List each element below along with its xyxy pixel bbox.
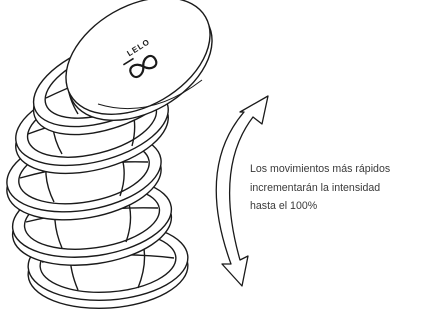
- intensity-caption: Los movimientos más rápidos incrementará…: [250, 160, 425, 216]
- caption-line-2: incrementarán la intensidad: [250, 181, 381, 194]
- infinity-logo-icon: [122, 54, 158, 78]
- device-top-cap: [65, 0, 213, 121]
- caption-line-1: Los movimientos más rápidos: [250, 163, 391, 175]
- caption-line-3: hasta el 100%: [250, 200, 318, 212]
- curved-double-arrow-icon: [215, 95, 269, 287]
